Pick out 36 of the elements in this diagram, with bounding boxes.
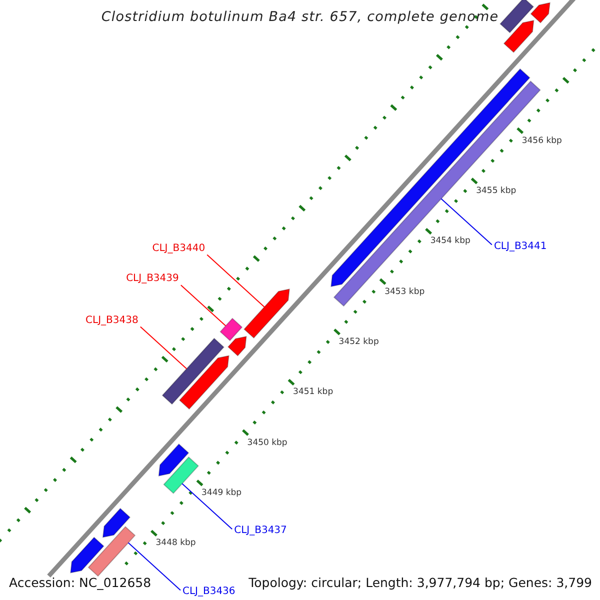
gene-label: CLJ_B3439 [126,273,179,286]
map-title: Clostridium botulinum Ba4 str. 657, complete genome [101,9,499,25]
gene-label: CLJ_B3438 [86,314,138,327]
leader-line [140,326,188,370]
leader-line [440,198,492,246]
gene-feature [158,443,190,477]
scale-label: 3452 kbp [338,336,379,347]
gene-feature [530,2,550,24]
leader-line [128,542,181,591]
gene-label: CLJ_B3440 [152,242,206,255]
scale-label: 3448 kbp [156,538,196,548]
scale-label: 3449 kbp [202,488,242,498]
gene-feature [500,0,534,34]
gene-feature [163,456,199,494]
gene-label: CLJ_B3437 [234,525,287,538]
gene-feature [227,336,247,356]
leader-line [182,483,233,530]
leader-line [180,284,226,326]
accession-text: Accession: NC_012658 [9,575,152,590]
gene-feature [70,536,104,574]
scale-label: 3456 kbp [522,136,562,146]
leader-line [206,254,265,308]
gene-feature [178,355,230,410]
gene-feature [503,20,534,53]
gene-label: CLJ_B3441 [494,240,547,253]
scale-label: 3450 kbp [247,438,288,448]
gene-feature [244,288,290,339]
scale-label: 3451 kbp [293,387,334,398]
gene-feature [102,508,131,538]
gene-label: CLJ_B3436 [182,586,236,598]
scale-label: 3453 kbp [384,286,425,297]
gene-feature [88,526,136,577]
scale-label: 3455 kbp [476,186,516,196]
gene-feature [162,338,224,405]
scale-label: 3454 kbp [430,236,470,246]
genome-info-text: Topology: circular; Length: 3,977,794 bp; Genes: 3,799 [248,575,592,590]
